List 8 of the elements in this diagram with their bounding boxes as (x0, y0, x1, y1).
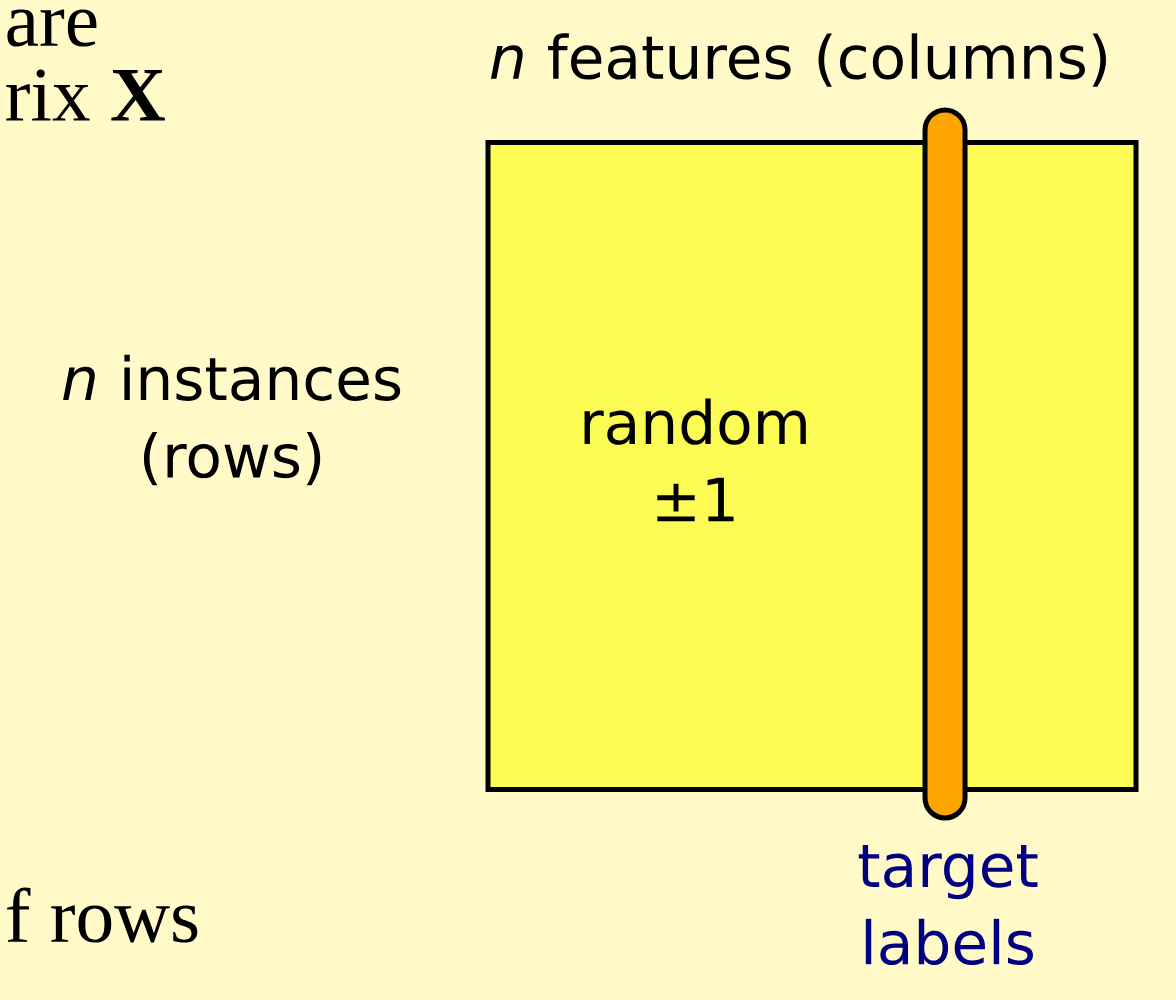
slide-text: are (7, 9, 97, 47)
slide-text: rix X (6, 69, 165, 121)
axis-label: n instances (rows) (63, 354, 401, 486)
slide-text: f rows (7, 887, 198, 943)
highlight-bar (922, 107, 968, 821)
bar-caption: target labels (858, 844, 1038, 966)
axis-label: n features (columns) (491, 33, 1106, 87)
matrix-box: random ±1 (485, 140, 1139, 792)
